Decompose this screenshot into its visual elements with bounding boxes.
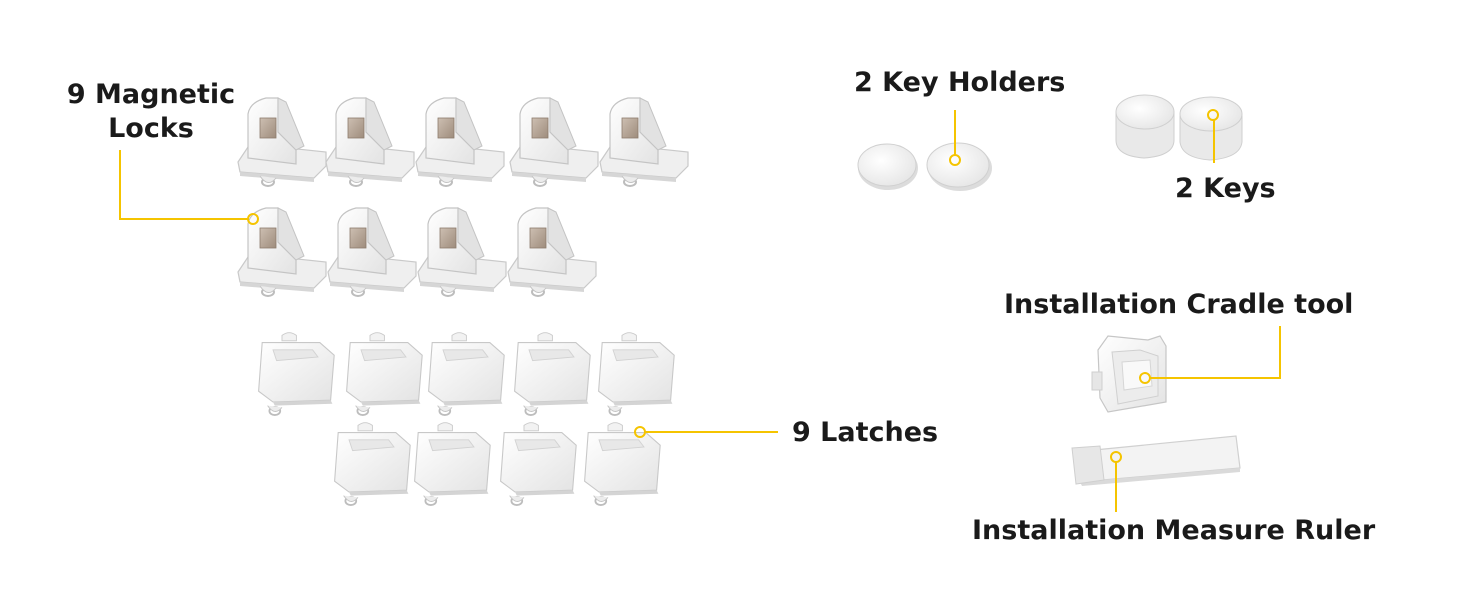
latches-group: [257, 331, 676, 507]
magnetic-locks-group: [237, 97, 689, 297]
magnetic-lock: [509, 97, 599, 187]
callout-cradle-tool: [1150, 326, 1281, 379]
latch: [499, 421, 578, 507]
magnetic-lock: [237, 97, 327, 187]
latch: [257, 331, 336, 417]
latch: [427, 331, 506, 417]
callout-dot-magnetic-locks: [247, 213, 259, 225]
key-holders-group: [857, 142, 992, 191]
installation-measure-ruler: [1071, 435, 1241, 486]
callout-dot-keys: [1207, 109, 1219, 121]
key-holder: [857, 143, 918, 190]
keys-label: 2 Keys: [1175, 173, 1276, 204]
keys-group: [1115, 94, 1243, 161]
callout-dot-cradle-tool: [1139, 372, 1151, 384]
key-holder: [926, 142, 992, 191]
magnetic-lock: [325, 97, 415, 187]
magnetic-lock: [599, 97, 689, 187]
measure-ruler-label: Installation Measure Ruler: [972, 515, 1376, 546]
key-holders-label: 2 Key Holders: [854, 67, 1066, 98]
latch: [583, 421, 662, 507]
magnetic-lock: [417, 207, 507, 297]
latch: [345, 331, 424, 417]
magnetic-lock: [507, 207, 597, 297]
magnetic-locks-label: 9 Magnetic Locks: [66, 79, 236, 144]
magnetic-lock: [327, 207, 417, 297]
latch: [333, 421, 412, 507]
callout-lines: [119, 109, 1281, 512]
callout-dot-measure-ruler: [1110, 451, 1122, 463]
callout-dot-latches: [634, 426, 646, 438]
magnetic-lock: [237, 207, 327, 297]
key: [1115, 94, 1175, 159]
callout-magnetic-locks: [119, 150, 248, 220]
cradle-tool-label: Installation Cradle tool: [1004, 289, 1354, 320]
latch: [413, 421, 492, 507]
callout-dot-key-holders: [949, 154, 961, 166]
latch: [597, 331, 676, 417]
magnetic-lock: [415, 97, 505, 187]
latches-label: 9 Latches: [792, 417, 939, 448]
latch: [513, 331, 592, 417]
key: [1179, 96, 1243, 161]
installation-cradle-tool: [1091, 335, 1167, 413]
